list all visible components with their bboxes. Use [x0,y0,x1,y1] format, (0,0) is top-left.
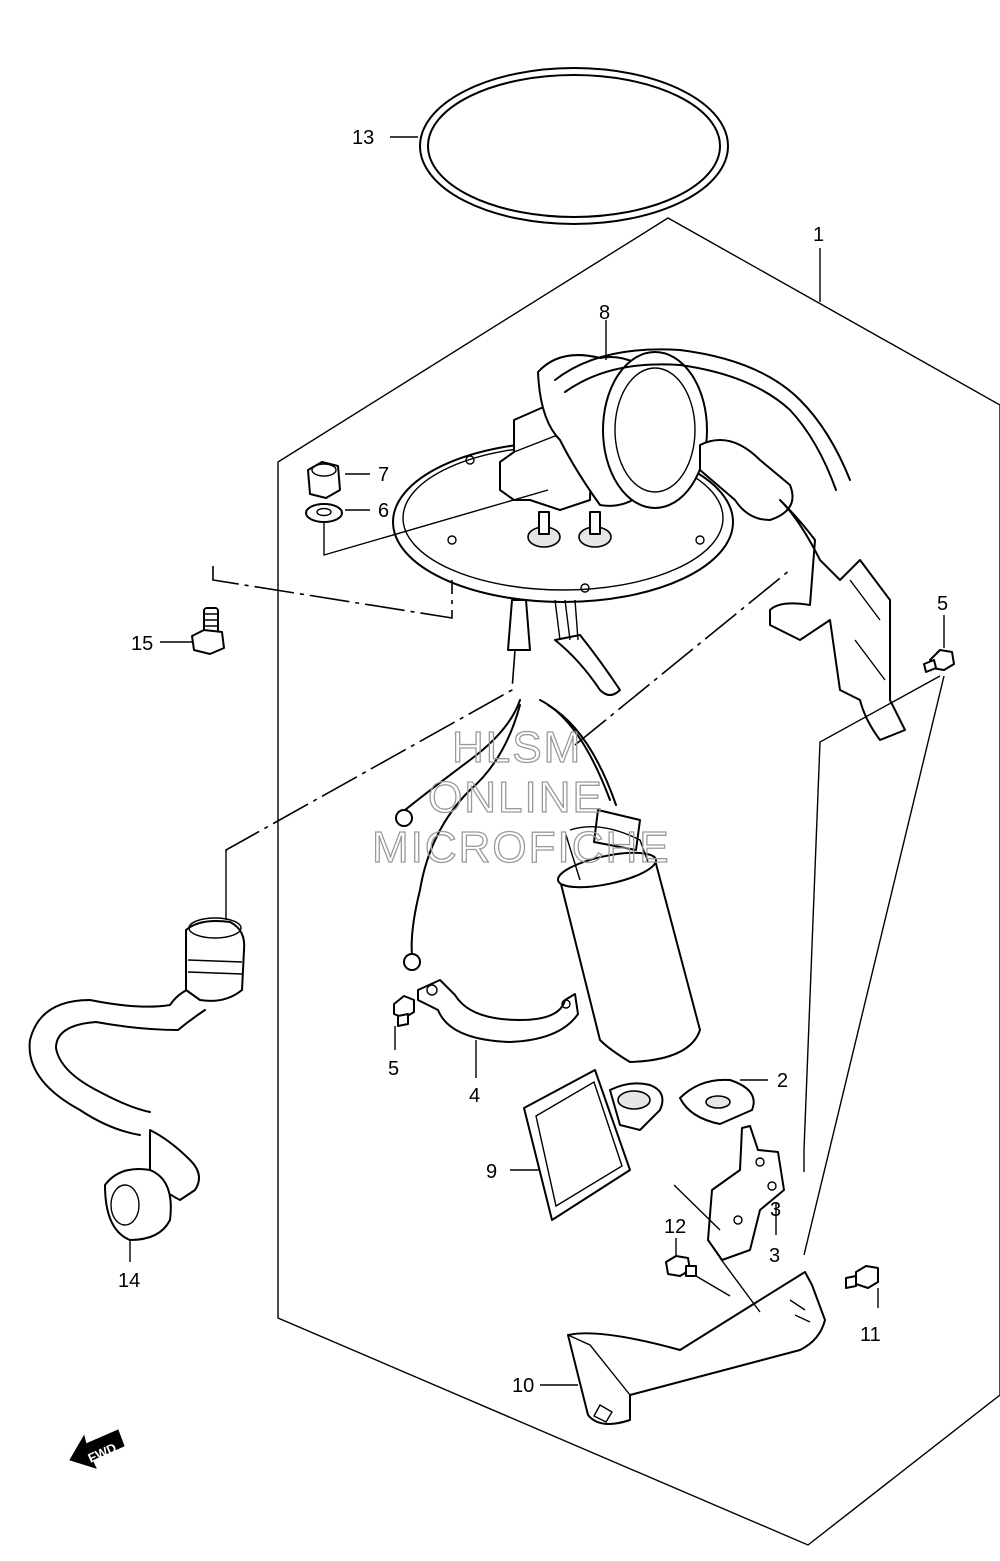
part-5-screw-upper[interactable] [923,649,955,673]
part-13-o-ring[interactable] [419,67,729,225]
callout-3-lower: 3 [769,1245,780,1267]
part-8-pump-top-assembly[interactable] [392,348,906,741]
callout-10: 10 [512,1375,534,1397]
callout-11: 11 [860,1324,881,1346]
fwd-arrow-badge: FWD [69,1429,125,1469]
callout-7: 7 [378,464,389,486]
leader-lines [129,136,945,1386]
svg-text:HLSM: HLSM [452,723,582,772]
callout-8: 8 [599,302,610,324]
callout-5-lower: 5 [388,1058,399,1080]
part-5-screw-lower[interactable] [393,995,415,1027]
callout-14: 14 [118,1270,140,1292]
part-4-clamp-band[interactable] [417,979,579,1043]
callout-5-upper: 5 [937,593,948,615]
svg-text:ONLINE: ONLINE [428,773,604,822]
part-10-protector[interactable] [567,1271,826,1425]
callout-6: 6 [378,500,389,522]
part-7-nut[interactable] [307,461,341,499]
part-11-screw[interactable] [845,1265,879,1289]
fuel-pump-motor[interactable] [555,825,701,1063]
part-6-washer[interactable] [305,503,343,523]
callout-15: 15 [131,633,153,655]
callout-labels: 13 1 8 7 6 5 15 5 4 2 9 12 3 3 11 10 14 [118,127,948,1397]
assembly-boundary [277,217,1000,1546]
callout-12: 12 [664,1216,686,1238]
callout-9: 9 [486,1161,497,1183]
part-12-screw[interactable] [665,1255,697,1277]
part-14-fuel-hose[interactable] [28,917,246,1241]
part-3-bracket[interactable] [673,1125,785,1261]
callout-1: 1 [813,224,824,246]
callout-4: 4 [469,1085,480,1107]
watermark: HLSM ONLINE MICROFICHE [371,722,671,872]
part-15-bolt[interactable] [191,607,225,655]
callout-3-right: 3 [770,1199,781,1221]
svg-text:MICROFICHE: MICROFICHE [372,823,671,872]
part-2-cushion[interactable] [679,1078,755,1125]
callout-13: 13 [352,127,374,149]
part-9-filter-screen[interactable] [523,1069,664,1221]
callout-2: 2 [777,1070,788,1092]
